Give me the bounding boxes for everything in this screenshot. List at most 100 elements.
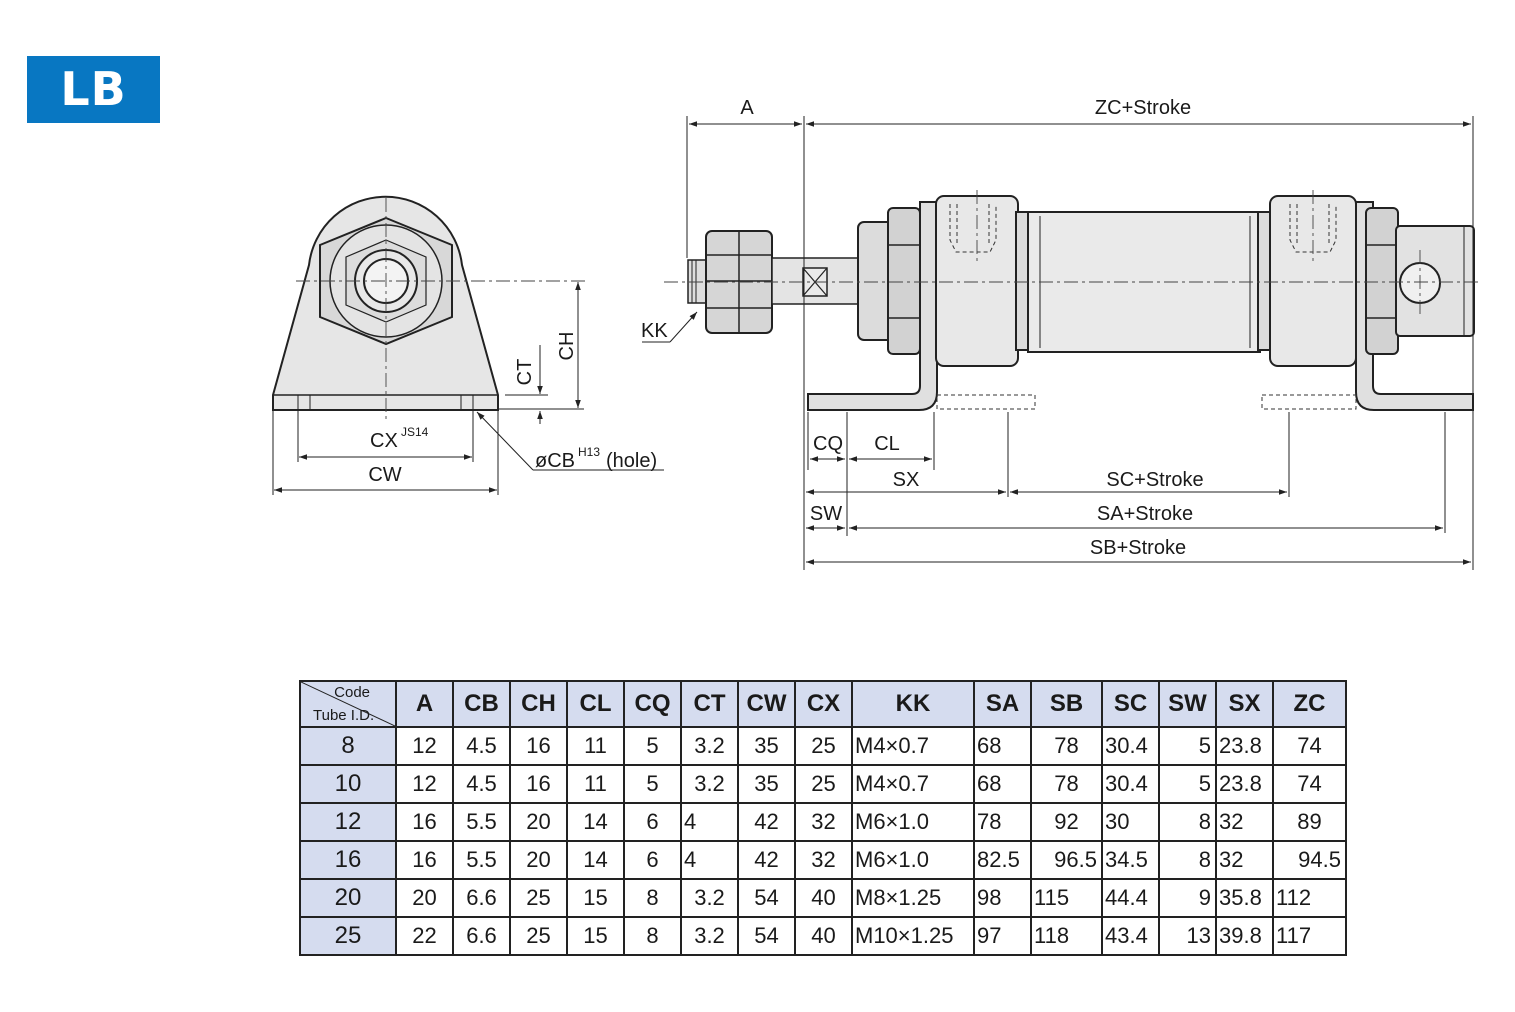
table-cell: 78 [973, 802, 1032, 842]
table-cell: 8 [623, 916, 682, 956]
table-cell: 4.5 [452, 764, 511, 804]
table-cell: 8 [1158, 840, 1217, 880]
row-tube-id: 12 [299, 802, 397, 842]
table-cell: M10×1.25 [851, 916, 975, 956]
front-foot-bracket [807, 201, 938, 411]
col-header: CB [452, 680, 511, 728]
table-cell: 39.8 [1215, 916, 1274, 956]
table-cell: 25 [509, 878, 568, 918]
cx-superscript: JS14 [401, 425, 429, 439]
table-cell: 20 [509, 802, 568, 842]
table-cell: 6 [623, 802, 682, 842]
col-header: CL [566, 680, 625, 728]
table-cell: M6×1.0 [851, 802, 975, 842]
table-row: 16 16 5.5 20 14 6 4 42 32 M6×1.0 82.5 96… [299, 840, 1347, 880]
table-row: 10 12 4.5 16 11 5 3.2 35 25 M4×0.7 68 78… [299, 764, 1347, 804]
col-header: ZC [1272, 680, 1347, 728]
table-cell: 16 [395, 840, 454, 880]
table-cell: 40 [794, 916, 853, 956]
table-cell: M6×1.0 [851, 840, 975, 880]
table-cell: 12 [395, 726, 454, 766]
table-cell: 23.8 [1215, 726, 1274, 766]
table-cell: 20 [395, 878, 454, 918]
table-cell: 20 [509, 840, 568, 880]
table-cell: 3.2 [680, 726, 739, 766]
cb-hole-label: (hole) [606, 450, 657, 472]
table-cell: 68 [973, 726, 1032, 766]
table-row: 12 16 5.5 20 14 6 4 42 32 M6×1.0 78 92 3… [299, 802, 1347, 842]
table-cell: 42 [737, 802, 796, 842]
table-cell: 78 [1030, 726, 1103, 766]
col-header: CX [794, 680, 853, 728]
col-header: CQ [623, 680, 682, 728]
cq-label: CQ [813, 433, 843, 455]
col-header: SX [1215, 680, 1274, 728]
table-cell: 117 [1272, 916, 1347, 956]
col-header: CW [737, 680, 796, 728]
table-cell: 98 [973, 878, 1032, 918]
table-cell: 3.2 [680, 764, 739, 804]
table-cell: 32 [794, 802, 853, 842]
table-cell: 8 [623, 878, 682, 918]
mount-type-badge: LB [27, 56, 160, 123]
table-cell: 14 [566, 840, 625, 880]
side-view [272, 195, 499, 411]
table-cell: 40 [794, 878, 853, 918]
table-cell: 8 [1158, 802, 1217, 842]
col-header: SA [973, 680, 1032, 728]
table-cell: 32 [1215, 802, 1274, 842]
row-tube-id: 16 [299, 840, 397, 880]
table-cell: 35 [737, 764, 796, 804]
ch-label: CH [556, 332, 578, 361]
cb-superscript: H13 [578, 445, 600, 459]
table-cell: 32 [794, 840, 853, 880]
table-cell: 96.5 [1030, 840, 1103, 880]
table-cell: 74 [1272, 726, 1347, 766]
table-cell: 89 [1272, 802, 1347, 842]
table-cell: 115 [1030, 878, 1103, 918]
cx-label: CX [370, 430, 398, 452]
table-cell: 32 [1215, 840, 1274, 880]
row-tube-id: 10 [299, 764, 397, 804]
table-cell: 4.5 [452, 726, 511, 766]
table-cell: 5 [1158, 764, 1217, 804]
table-cell: 4 [680, 802, 739, 842]
table-cell: 30.4 [1101, 764, 1160, 804]
table-row: 20 20 6.6 25 15 8 3.2 54 40 M8×1.25 98 1… [299, 878, 1347, 918]
table-cell: 92 [1030, 802, 1103, 842]
table-cell: 13 [1158, 916, 1217, 956]
zc-label: ZC+Stroke [1095, 97, 1191, 119]
corner-tube-label: Tube I.D. [313, 707, 375, 724]
sc-label: SC+Stroke [1106, 469, 1203, 491]
table-cell: 78 [1030, 764, 1103, 804]
table-cell: 42 [737, 840, 796, 880]
table-header-row: Code Tube I.D. A CB CH CL CQ CT CW CX KK… [299, 680, 1347, 728]
table-cell: 68 [973, 764, 1032, 804]
table-cell: 25 [794, 726, 853, 766]
sw-label: SW [810, 503, 842, 525]
table-cell: 6.6 [452, 878, 511, 918]
col-header: SB [1030, 680, 1103, 728]
table-cell: 54 [737, 878, 796, 918]
table-cell: 54 [737, 916, 796, 956]
cb-label: øCB [535, 450, 575, 472]
table-cell: 34.5 [1101, 840, 1160, 880]
table-cell: 5.5 [452, 802, 511, 842]
table-cell: 16 [395, 802, 454, 842]
sb-label: SB+Stroke [1090, 537, 1186, 559]
sx-label: SX [893, 469, 920, 491]
table-cell: 12 [395, 764, 454, 804]
col-header: SW [1158, 680, 1217, 728]
table-cell: 16 [509, 764, 568, 804]
table-cell: 94.5 [1272, 840, 1347, 880]
dimension-table: Code Tube I.D. A CB CH CL CQ CT CW CX KK… [299, 680, 1347, 956]
a-label: A [740, 97, 754, 119]
table-cell: 14 [566, 802, 625, 842]
sa-label: SA+Stroke [1097, 503, 1193, 525]
table-cell: 35 [737, 726, 796, 766]
table-cell: 30 [1101, 802, 1160, 842]
row-tube-id: 20 [299, 878, 397, 918]
cl-label: CL [874, 433, 900, 455]
row-tube-id: 25 [299, 916, 397, 956]
